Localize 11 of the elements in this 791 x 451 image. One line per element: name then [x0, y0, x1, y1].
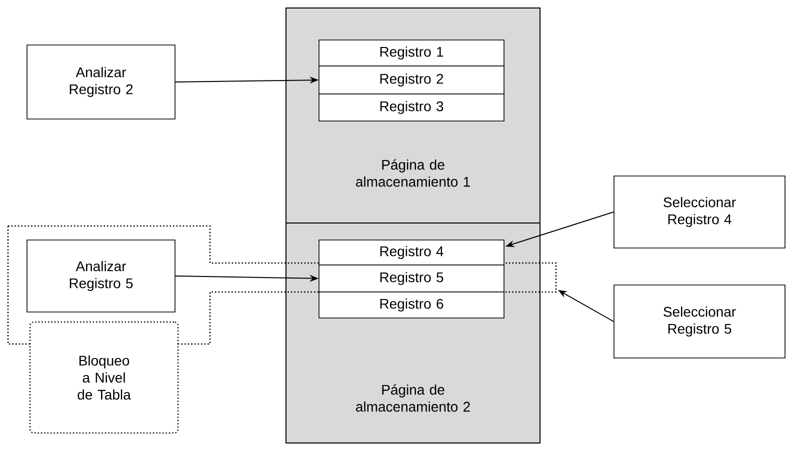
record-row: Registro 2	[318, 66, 504, 94]
record-row: Registro 3	[318, 94, 504, 122]
lock-label-box: Bloqueo a Nivel de Tabla	[29, 321, 179, 434]
operation-box: Seleccionar Registro 5	[614, 284, 786, 358]
record-row: Registro 1	[318, 40, 504, 66]
record-row: Registro 4	[318, 240, 504, 266]
operation-box: Seleccionar Registro 4	[614, 176, 786, 248]
record-row: Registro 5	[318, 264, 504, 292]
operation-box: Analizar Registro 2	[26, 44, 176, 120]
record-row: Registro 6	[318, 292, 504, 318]
operation-box: Analizar Registro 5	[26, 240, 176, 312]
